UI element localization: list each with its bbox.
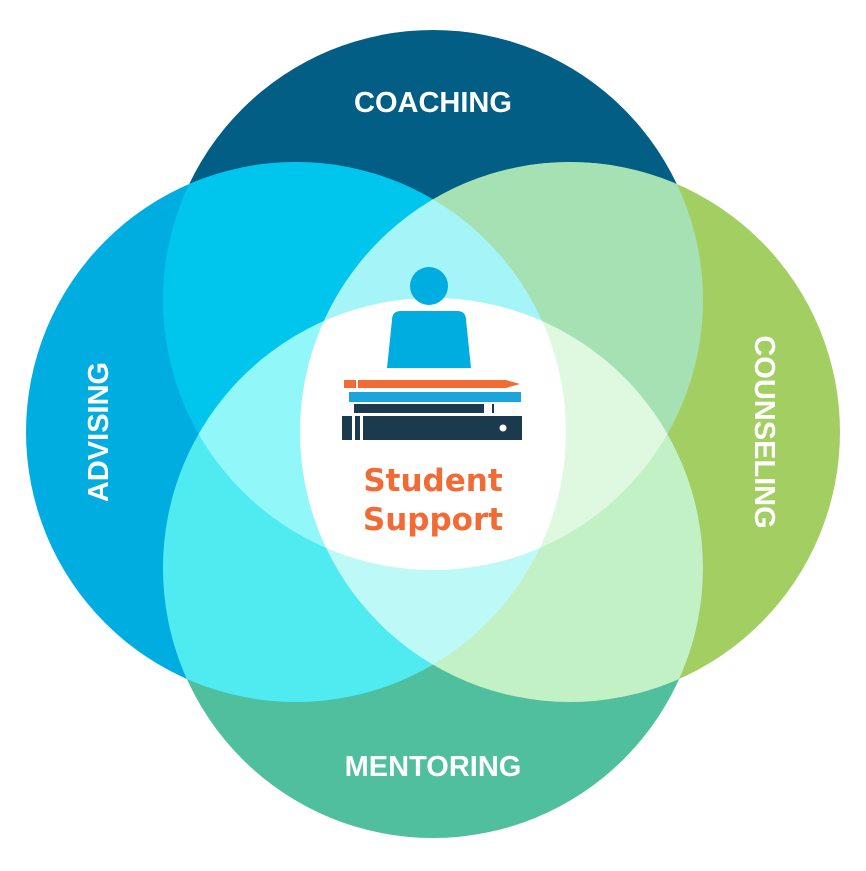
person-head: [410, 267, 448, 305]
center-region: [300, 298, 566, 570]
center-title-line1: Student: [363, 463, 502, 499]
label-mentoring: MENTORING: [345, 751, 522, 783]
center-title-line2: Support: [363, 502, 503, 538]
label-advising: ADVISING: [83, 362, 115, 502]
label-counseling: COUNSELING: [748, 335, 780, 528]
person-body: [387, 311, 471, 368]
books-icon: [342, 392, 522, 440]
student-at-desk-icon: [342, 267, 522, 440]
label-coaching: COACHING: [354, 87, 512, 119]
pencil-icon: [344, 380, 520, 388]
